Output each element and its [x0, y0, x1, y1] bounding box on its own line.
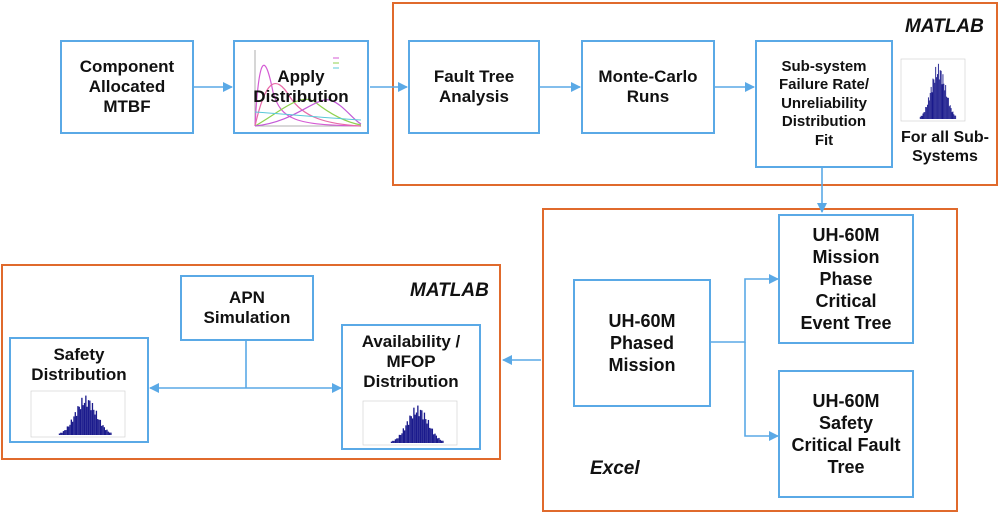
- apn-simulation-box: APN Simulation: [180, 275, 314, 341]
- mission-phase-event-tree-box: UH-60M Mission Phase Critical Event Tree: [778, 214, 914, 344]
- excel-label: Excel: [590, 458, 640, 479]
- distribution-curves-icon: [254, 50, 362, 127]
- safety-critical-fault-tree-box: UH-60M Safety Critical Fault Tree: [778, 370, 914, 498]
- fault-tree-analysis-box: Fault Tree Analysis: [408, 40, 540, 134]
- matlab-label-top: MATLAB: [905, 16, 984, 37]
- safety-distribution-label: Safety Distribution: [31, 345, 127, 384]
- matlab-label-left: MATLAB: [410, 280, 489, 301]
- apply-distribution-box: Apply Distribution: [233, 40, 369, 134]
- uh60m-phased-mission-box: UH-60M Phased Mission: [573, 279, 711, 407]
- apply-distribution-label: Apply Distribution: [253, 67, 349, 106]
- monte-carlo-runs-box: Monte-Carlo Runs: [581, 40, 715, 134]
- matlab-region-left: [1, 264, 501, 460]
- excel-region: [542, 208, 958, 512]
- subsystem-distribution-fit-box: Sub-system Failure Rate/ Unreliability D…: [755, 40, 893, 168]
- safety-histogram-icon: [30, 390, 126, 438]
- availability-mfop-label: Availability / MFOP Distribution: [361, 332, 461, 391]
- availability-histogram-icon: [362, 400, 458, 446]
- subsystem-histogram-icon: [900, 58, 966, 122]
- matlab-region-top: [392, 2, 998, 186]
- for-all-subsystems-caption: For all Sub- Systems: [901, 129, 989, 165]
- safety-distribution-box: Safety Distribution: [9, 337, 149, 443]
- component-mtbf-box: Component Allocated MTBF: [60, 40, 194, 134]
